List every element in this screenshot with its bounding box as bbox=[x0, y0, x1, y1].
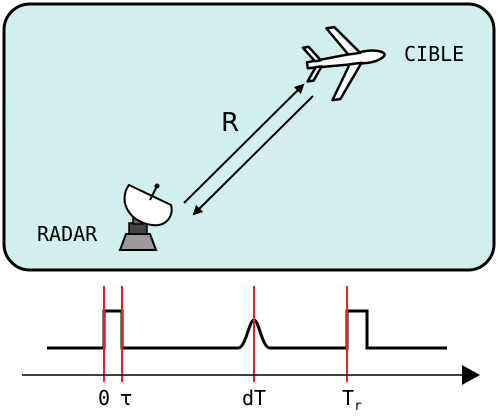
radar-icon bbox=[118, 183, 173, 251]
target-label: CIBLE bbox=[404, 42, 464, 66]
label-Tr-sub: r bbox=[354, 399, 362, 414]
range-label: R bbox=[221, 108, 239, 138]
time-axis-arrowhead bbox=[462, 365, 480, 385]
label-dT: dT bbox=[242, 386, 266, 410]
label-tau: τ bbox=[120, 386, 132, 410]
airplane-icon bbox=[301, 25, 386, 102]
return-arrow bbox=[192, 95, 314, 216]
label-Tr-main: T bbox=[342, 386, 354, 410]
radar-label: RADAR bbox=[37, 222, 98, 246]
outgoing-arrow bbox=[183, 83, 305, 204]
pulse-waveform bbox=[47, 309, 447, 350]
label-Tr: Tr bbox=[342, 386, 362, 414]
label-t0: 0 bbox=[98, 386, 110, 410]
